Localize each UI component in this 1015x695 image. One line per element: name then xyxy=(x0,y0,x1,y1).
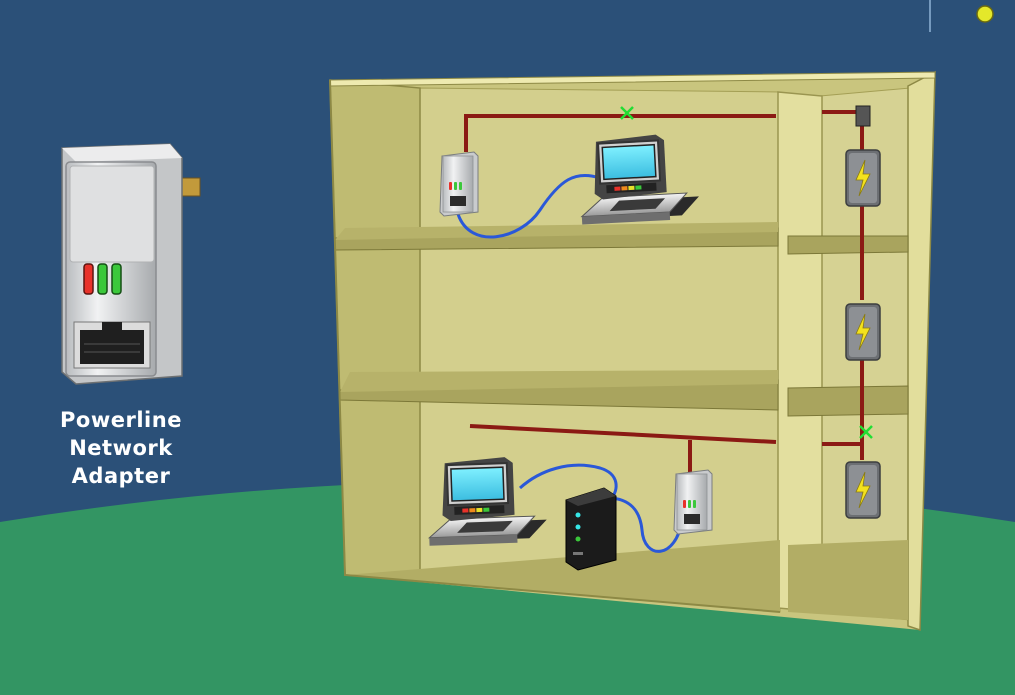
powerline-adapter-icon xyxy=(61,143,201,385)
powerline-adapter-icon xyxy=(673,469,713,535)
ethernet-cables xyxy=(456,173,684,553)
adapter-caption: Powerline Network Adapter xyxy=(6,406,236,490)
junction-box xyxy=(855,105,871,127)
electrical-outlet-icon xyxy=(845,149,881,207)
caption-line-2: Adapter xyxy=(71,464,171,488)
electrical-outlet-icon xyxy=(845,461,881,519)
electrical-wiring xyxy=(464,110,864,480)
caption-line-1: Powerline Network xyxy=(60,408,182,460)
router-icon xyxy=(565,487,617,571)
powerline-adapter-icon xyxy=(439,151,479,217)
electrical-outlet-icon xyxy=(845,303,881,361)
status-dot-icon xyxy=(976,5,994,23)
